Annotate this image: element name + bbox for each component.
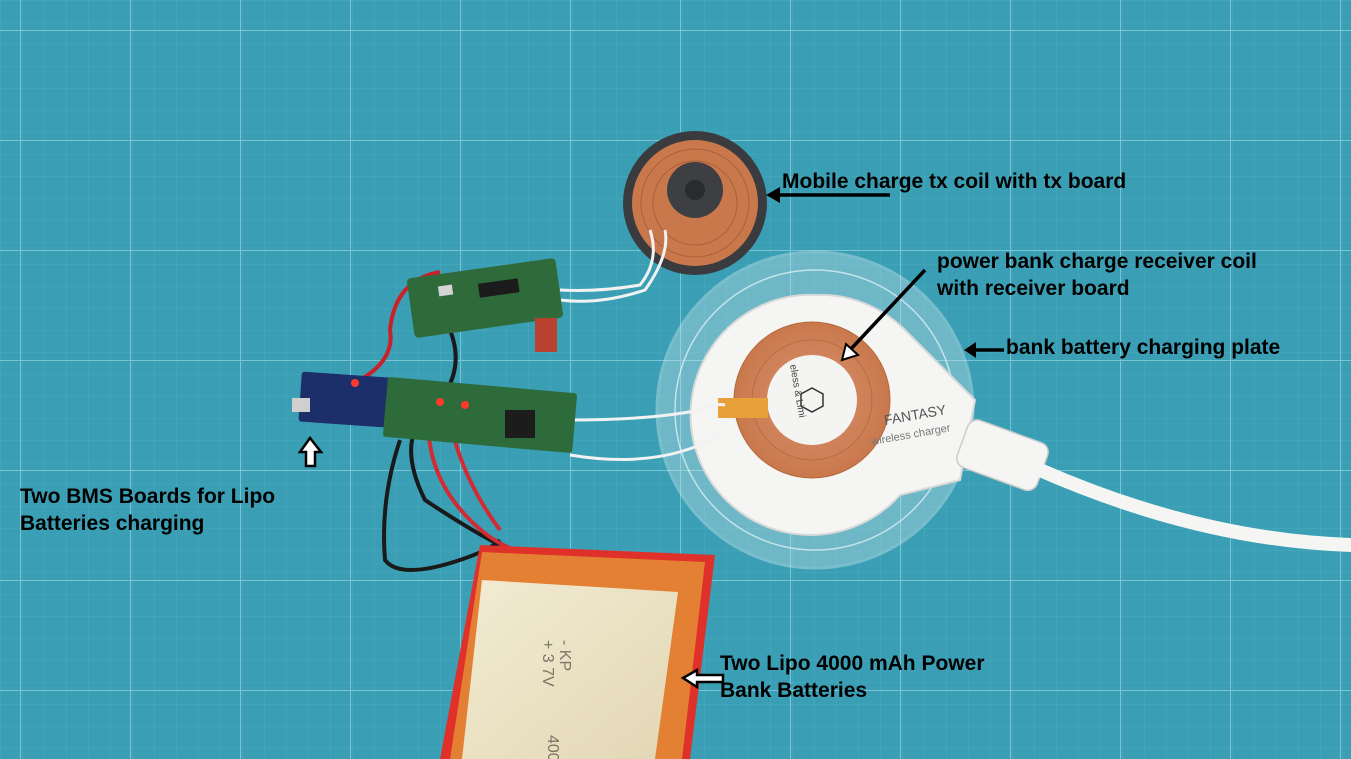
rx-arrow (848, 268, 927, 352)
bms-label: Two BMS Boards for Lipo Batteries chargi… (20, 483, 275, 537)
charging-plate-label: bank battery charging plate (1006, 334, 1280, 361)
tx-coil (623, 131, 767, 275)
rx-coil-label-line1: power bank charge receiver coil (937, 250, 1257, 273)
battery-arrow (680, 667, 725, 690)
rx-coil-label: power bank charge receiver coil with rec… (937, 248, 1257, 302)
rx-coil-label-line2: with receiver board (937, 277, 1130, 300)
bms-label-line1: Two BMS Boards for Lipo (20, 485, 276, 508)
tx-coil-label: Mobile charge tx coil with tx board (782, 168, 1126, 195)
battery-printed-text: - KP + 3 7V 400 (539, 640, 573, 759)
lipo-batteries (440, 545, 715, 759)
coil-wires (559, 229, 726, 461)
charging-plate-label-text: bank battery charging plate (1006, 336, 1281, 359)
battery-label-line2: Bank Batteries (720, 679, 868, 702)
tx-coil-label-text: Mobile charge tx coil with tx board (782, 170, 1127, 193)
bms-boards (292, 371, 578, 453)
charging-plate (655, 250, 1351, 570)
battery-text-2: + 3 7V (539, 640, 556, 687)
battery-text-1: - KP (556, 640, 573, 671)
battery-label-line1: Two Lipo 4000 mAh Power (720, 652, 985, 675)
bms-arrow (297, 435, 324, 468)
battery-label: Two Lipo 4000 mAh Power Bank Batteries (720, 650, 985, 704)
annotation-arrows (297, 187, 1004, 690)
battery-text-3: 400 (544, 735, 561, 759)
tx-board (407, 258, 563, 352)
bms-label-line2: Batteries charging (20, 512, 205, 535)
